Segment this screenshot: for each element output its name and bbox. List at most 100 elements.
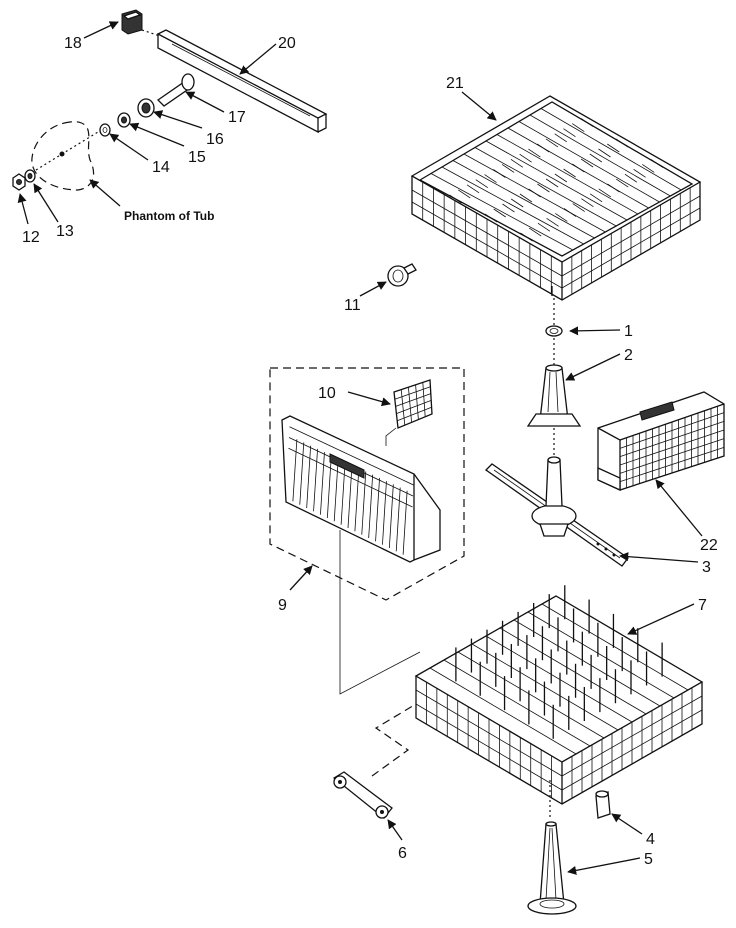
rack-wire bbox=[540, 108, 682, 191]
part-9-divider-panel bbox=[281, 415, 441, 563]
rack-tine bbox=[589, 193, 603, 203]
rack-tine bbox=[510, 198, 524, 208]
rack-wire bbox=[463, 153, 606, 233]
part-1-seal bbox=[545, 325, 563, 337]
rack-tine bbox=[528, 227, 542, 237]
callout-14: 14 bbox=[152, 159, 170, 176]
part-12-nut bbox=[12, 173, 26, 191]
callout-labels: 18 20 17 16 15 14 Phantom of Tub 13 12 2… bbox=[22, 35, 718, 868]
part-21-upper-rack bbox=[410, 95, 702, 301]
rack-tine bbox=[581, 198, 594, 208]
part-15-nut bbox=[117, 112, 131, 128]
part-4-roller bbox=[595, 790, 611, 819]
part-10-insert bbox=[385, 379, 433, 446]
rack-tine bbox=[555, 213, 568, 222]
rack-wire bbox=[507, 127, 649, 209]
panel-slot bbox=[388, 484, 394, 549]
rack-tine bbox=[458, 189, 471, 199]
basket-wire bbox=[619, 446, 725, 483]
rack-tine bbox=[563, 168, 576, 178]
basket-wire bbox=[619, 420, 725, 458]
part-13-washer bbox=[24, 169, 36, 183]
panel-slot bbox=[333, 458, 339, 522]
callout-20: 20 bbox=[278, 35, 296, 52]
rack-tine bbox=[519, 193, 533, 203]
panel-slot bbox=[382, 481, 387, 545]
rack-wire bbox=[430, 173, 574, 251]
rack-tine bbox=[554, 133, 567, 143]
rack-tine bbox=[537, 183, 550, 193]
insert-wire bbox=[415, 384, 419, 420]
rack-tine bbox=[580, 158, 594, 168]
rack-tine bbox=[589, 153, 603, 163]
insert-wire bbox=[397, 406, 432, 422]
part-16-roller bbox=[137, 98, 155, 118]
rack-tine bbox=[449, 194, 462, 204]
callout-6: 6 bbox=[398, 845, 407, 862]
part-22-basket bbox=[597, 391, 725, 492]
rack-wire bbox=[485, 635, 633, 723]
rack-tine bbox=[615, 138, 629, 148]
rack-tine bbox=[572, 203, 585, 212]
panel-slot bbox=[306, 445, 312, 509]
callout-5: 5 bbox=[644, 851, 653, 868]
callout-arrows bbox=[17, 21, 703, 875]
panel-slot bbox=[340, 461, 346, 525]
callout-1: 1 bbox=[624, 323, 633, 340]
panel-slot bbox=[361, 471, 367, 535]
rack-wire bbox=[457, 651, 605, 739]
rack-wire bbox=[452, 160, 595, 239]
rack-tine bbox=[502, 203, 515, 213]
rack-wire bbox=[529, 114, 671, 197]
rack-tine bbox=[520, 232, 533, 242]
part-3-spray-arm bbox=[484, 456, 629, 567]
callout-3: 3 bbox=[702, 559, 711, 576]
part-6-alignment-line bbox=[371, 703, 417, 777]
panel-rib bbox=[289, 426, 414, 486]
rack-wire bbox=[496, 134, 639, 215]
insert-wire bbox=[394, 386, 431, 400]
rack-tine bbox=[598, 188, 612, 198]
rack-tine bbox=[484, 174, 497, 183]
part-2-manifold bbox=[526, 364, 582, 427]
rack-tine bbox=[598, 148, 611, 158]
part-14-washer bbox=[99, 123, 111, 137]
rack-tine bbox=[615, 178, 629, 188]
callout-2: 2 bbox=[624, 347, 633, 364]
rack-wire bbox=[441, 166, 584, 245]
panel-slot bbox=[402, 490, 408, 555]
rack-tine bbox=[519, 153, 532, 163]
rack-wire bbox=[485, 140, 628, 221]
basket-wire bbox=[619, 438, 725, 474]
insert-wire bbox=[408, 387, 412, 423]
rack-tine bbox=[528, 148, 541, 158]
rack-wire bbox=[429, 667, 577, 755]
callout-13: 13 bbox=[56, 223, 74, 240]
rack-wire bbox=[518, 121, 660, 203]
rack-tine bbox=[484, 213, 498, 223]
phantom-of-tub-label: Phantom of Tub bbox=[124, 209, 214, 223]
part-6-lower-arm bbox=[332, 771, 393, 819]
rack-tine bbox=[546, 217, 559, 227]
rack-tine bbox=[624, 173, 638, 183]
rack-tine bbox=[493, 208, 506, 218]
rack-wire bbox=[527, 611, 675, 699]
callout-18: 18 bbox=[64, 35, 82, 52]
part-18-alignment-line bbox=[141, 29, 161, 37]
part-18-end-cap bbox=[121, 9, 143, 35]
insert-wire bbox=[395, 393, 431, 407]
rack-tine bbox=[650, 159, 664, 168]
rack-tine bbox=[501, 164, 515, 173]
panel-slot bbox=[292, 439, 298, 502]
callout-22: 22 bbox=[700, 537, 718, 554]
callout-4: 4 bbox=[646, 831, 655, 848]
part-5-center-tube bbox=[527, 821, 577, 915]
insert-wire bbox=[400, 389, 406, 426]
rack-tine bbox=[642, 164, 655, 173]
callout-15: 15 bbox=[188, 149, 206, 166]
rack-tine bbox=[633, 168, 646, 178]
basket-wire bbox=[619, 429, 725, 466]
callout-11: 11 bbox=[344, 297, 361, 314]
rack-wire bbox=[443, 659, 591, 747]
insert-wire bbox=[396, 400, 432, 414]
